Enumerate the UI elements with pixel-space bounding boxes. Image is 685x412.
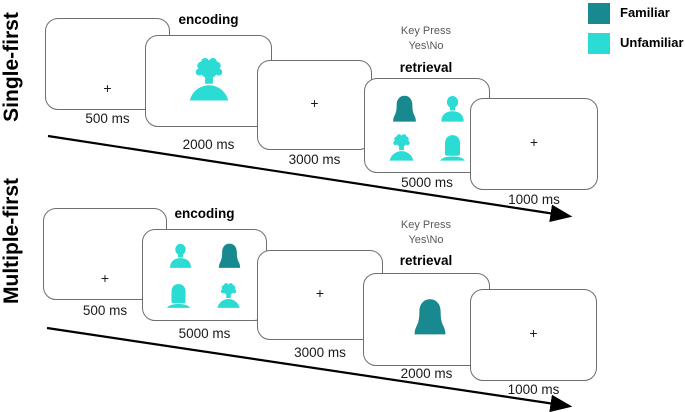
duration-label: 2000 ms — [400, 366, 453, 381]
condition-label-single-first: Single-first — [0, 12, 23, 122]
phase-label-encoding-single: encoding — [178, 12, 239, 27]
keypress-line1: Key Press — [400, 219, 452, 231]
screen-encoding-single-face — [145, 35, 272, 127]
person-silhouette — [388, 94, 421, 125]
duration-label: 500 ms — [82, 303, 128, 318]
condition-label-multiple-first: Multiple-first — [0, 178, 23, 304]
duration-label: 2000 ms — [182, 137, 235, 152]
person-silhouette — [436, 94, 469, 125]
keypress-note-single: Key Press Yes\No — [362, 24, 490, 54]
keypress-line2: Yes\No — [408, 234, 444, 246]
duration-label: 500 ms — [85, 111, 130, 126]
person-silhouette — [385, 133, 418, 164]
person-silhouette — [214, 242, 245, 271]
person-silhouette — [165, 242, 196, 271]
person-silhouette — [184, 54, 234, 108]
duration-label: 1000 ms — [507, 382, 560, 397]
phase-label-encoding-multiple: encoding — [174, 206, 235, 221]
phase-label-retrieval-single: retrieval — [399, 60, 453, 75]
fixation-cross: + — [103, 80, 112, 97]
screen-retrieval-single-face — [363, 273, 490, 366]
keypress-note-multiple: Key Press Yes\No — [362, 218, 490, 248]
fixation-cross: + — [100, 270, 110, 287]
legend-label-familiar: Familiar — [620, 5, 670, 20]
duration-label: 5000 ms — [401, 175, 453, 190]
duration-label: 3000 ms — [288, 152, 341, 167]
legend-swatch-familiar — [588, 3, 610, 24]
fixation-cross: + — [315, 285, 325, 302]
duration-label: 1000 ms — [508, 192, 560, 207]
person-silhouette — [163, 282, 194, 311]
screen-fixation: + — [470, 98, 598, 190]
keypress-line2: Yes\No — [408, 40, 444, 52]
fixation-cross: + — [529, 325, 538, 342]
duration-label: 3000 ms — [294, 345, 346, 360]
keypress-line1: Key Press — [400, 25, 452, 37]
person-silhouette — [436, 133, 469, 164]
legend-swatch-unfamiliar — [588, 33, 610, 54]
screen-encoding-four-faces — [142, 229, 267, 321]
fixation-cross: + — [529, 134, 539, 151]
screen-fixation: + — [257, 60, 372, 150]
screen-fixation: + — [470, 289, 597, 381]
screen-retrieval-four-faces — [364, 78, 490, 173]
screen-fixation: + — [257, 250, 383, 340]
phase-label-retrieval-multiple: retrieval — [399, 253, 453, 268]
legend-label-unfamiliar: Unfamiliar — [620, 35, 684, 50]
person-silhouette — [409, 295, 451, 341]
fixation-cross: + — [310, 95, 319, 112]
duration-label: 5000 ms — [178, 326, 231, 341]
person-silhouette — [213, 282, 244, 311]
